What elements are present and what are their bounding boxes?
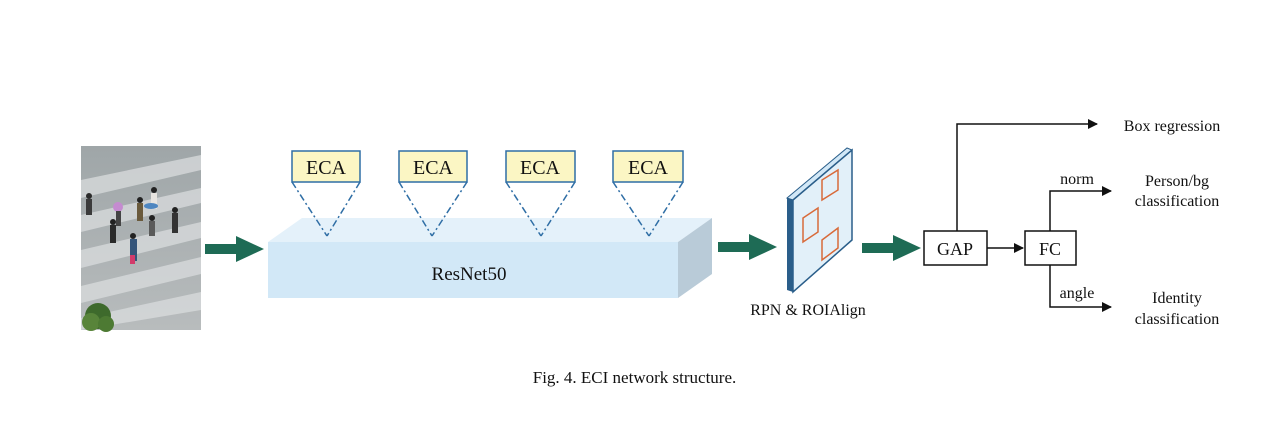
- eca-block-1: [291, 150, 361, 237]
- person-bg-label-line2: classification: [1135, 193, 1219, 210]
- eca-label-4: ECA: [628, 157, 669, 179]
- box-regression-label: Box regression: [1124, 118, 1220, 135]
- roi-box: [821, 226, 839, 262]
- input-image: [81, 146, 201, 332]
- thick-arrow-to-rpn: [718, 234, 777, 260]
- figure-caption: Fig. 4. ECI network structure.: [532, 368, 737, 387]
- eca-block-3: [505, 150, 576, 237]
- angle-label: angle: [1060, 285, 1095, 302]
- gap-label: GAP: [937, 239, 973, 259]
- eca-label-1: ECA: [306, 157, 347, 179]
- rpn-label: RPN & ROIAlign: [750, 302, 866, 319]
- eca-block-2: [398, 150, 468, 237]
- eca-label-2: ECA: [413, 157, 454, 179]
- thick-arrow-to-backbone: [205, 236, 264, 262]
- norm-arrow: [1049, 186, 1112, 231]
- eca-label-3: ECA: [520, 157, 561, 179]
- fc-box: [1024, 230, 1077, 266]
- norm-label: norm: [1060, 171, 1094, 188]
- roi-box: [821, 168, 839, 202]
- thick-arrow-to-gap: [862, 235, 921, 261]
- fc-label: FC: [1039, 239, 1061, 259]
- roi-box: [802, 206, 819, 244]
- identity-label-line1: Identity: [1152, 290, 1202, 307]
- feature-map: [785, 147, 853, 294]
- backbone-block: [268, 218, 712, 298]
- gap-box: [923, 230, 988, 266]
- box-regression-arrow: [956, 119, 1098, 231]
- identity-label-line2: classification: [1135, 311, 1219, 328]
- eca-block-4: [612, 150, 684, 237]
- angle-arrow: [1049, 265, 1112, 312]
- backbone-label: ResNet50: [432, 264, 507, 285]
- person-bg-label-line1: Person/bg: [1145, 173, 1209, 190]
